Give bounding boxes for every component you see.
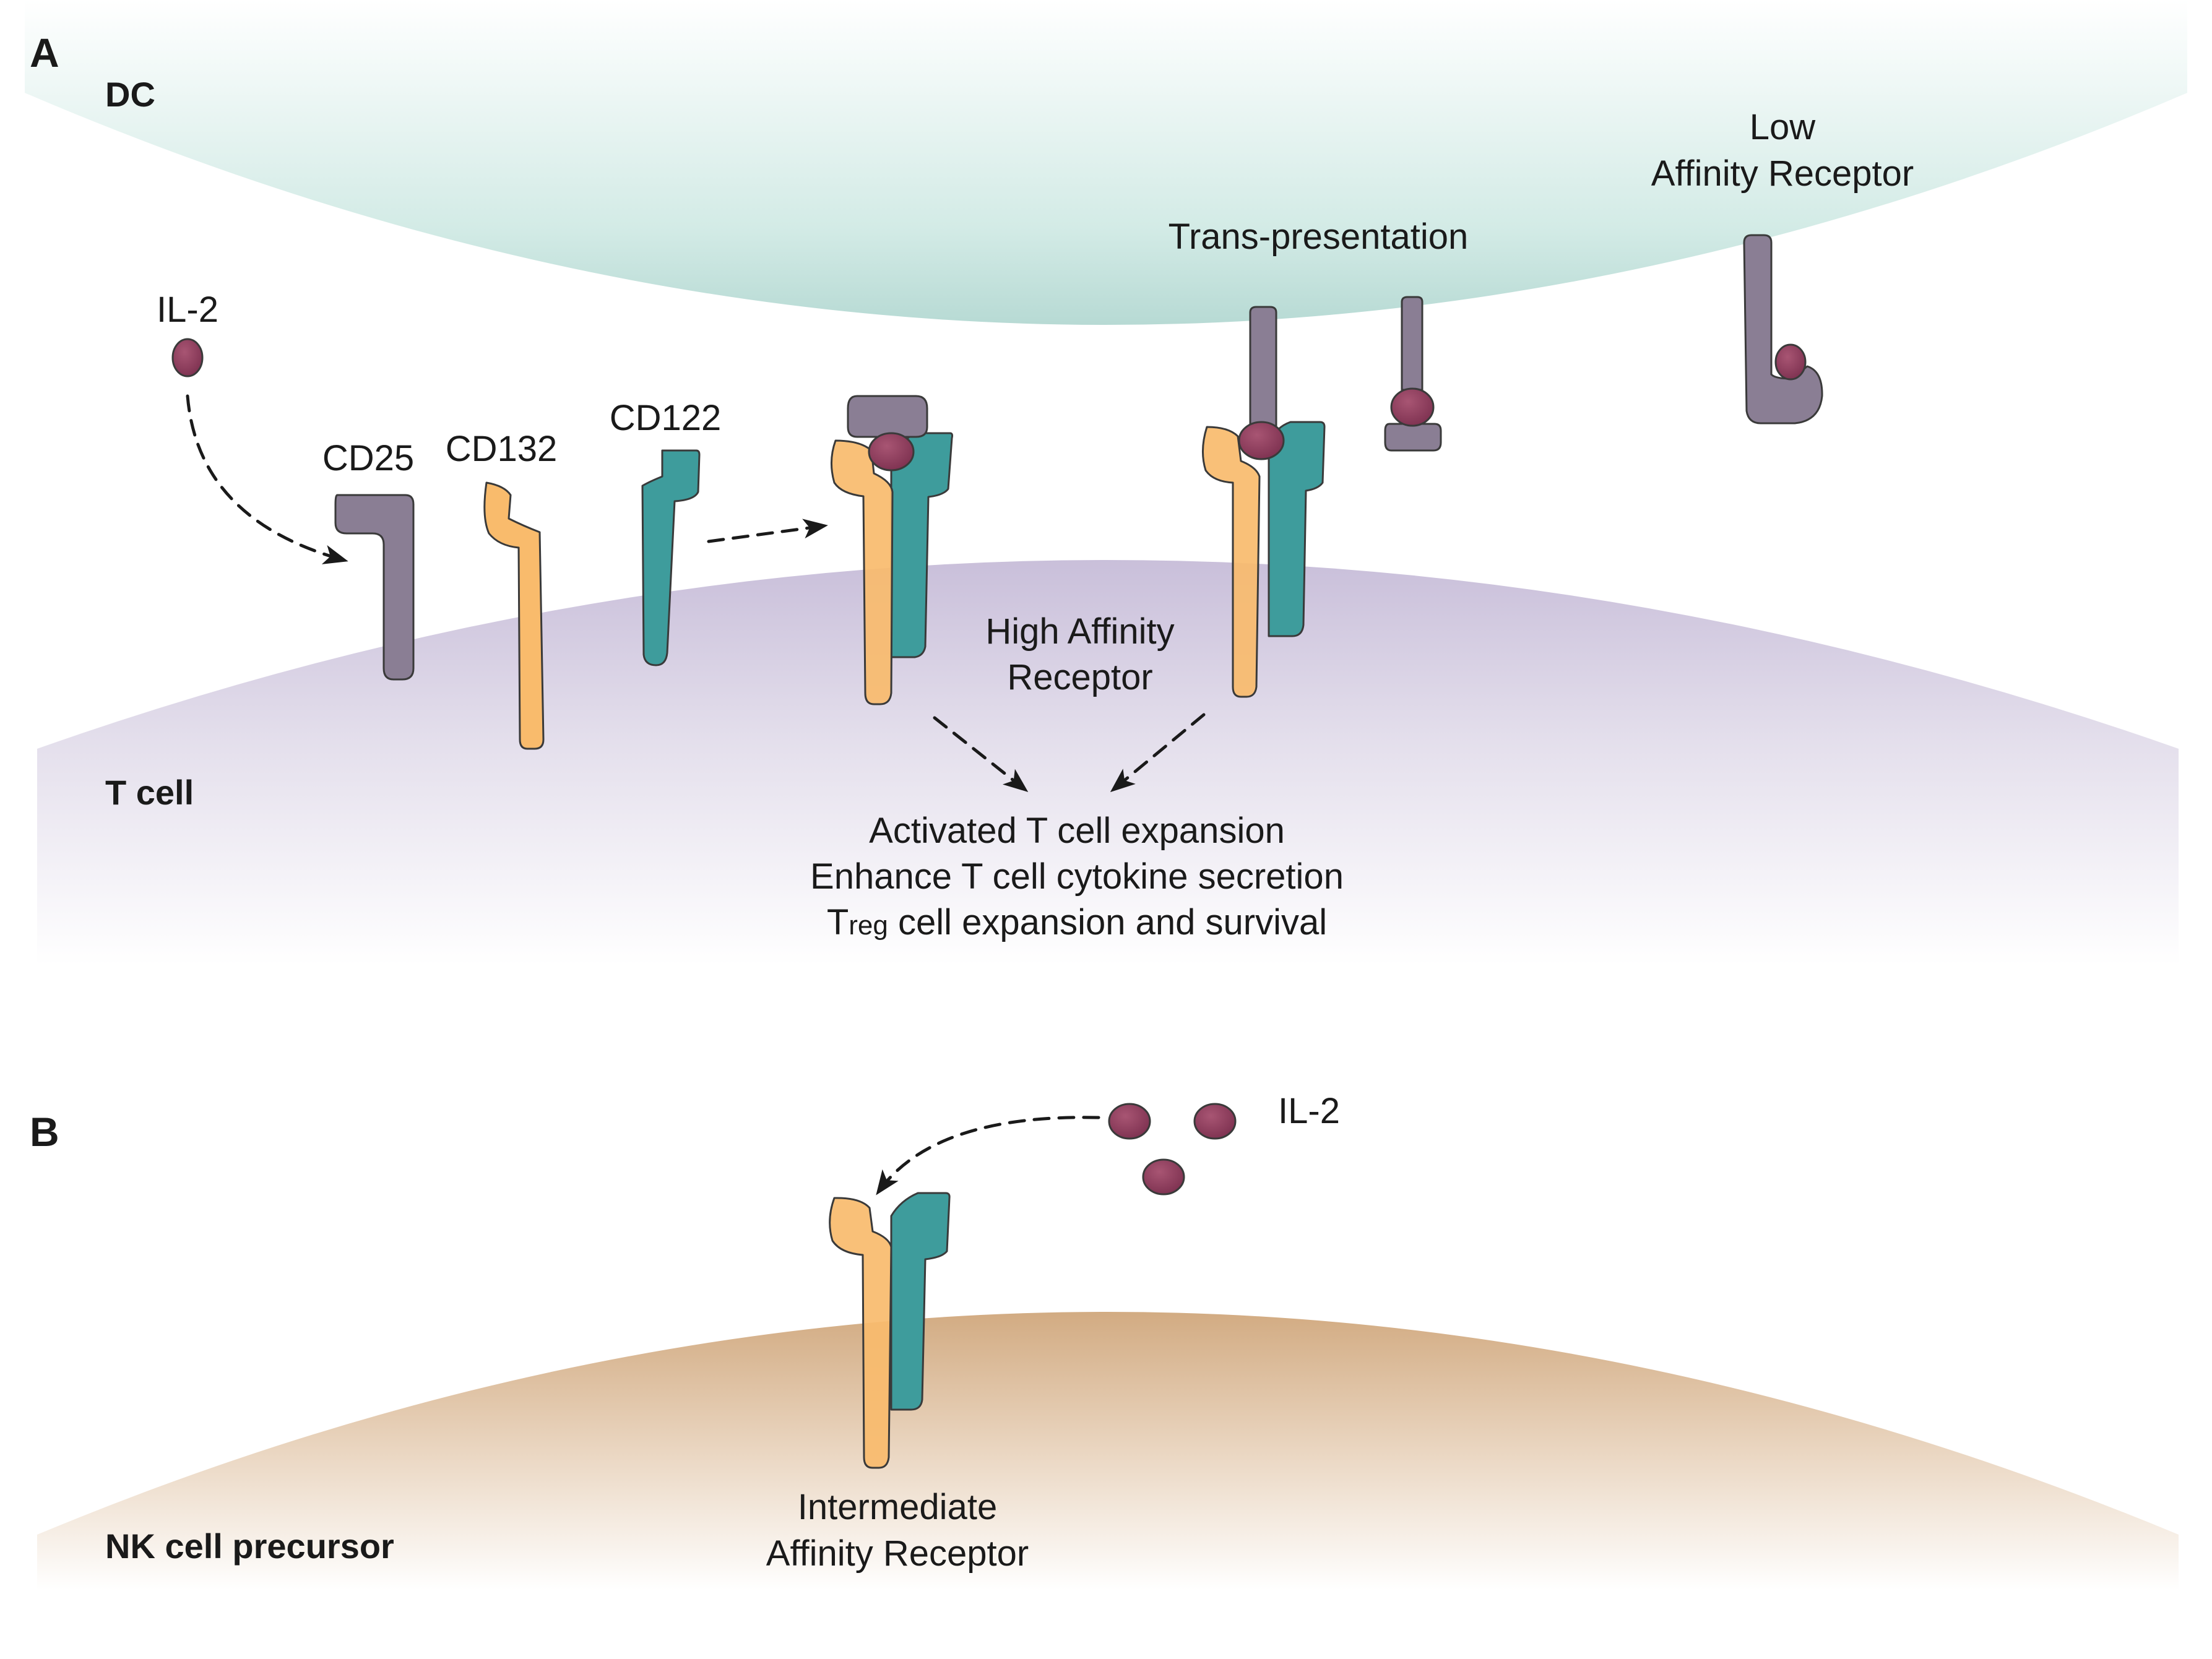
il2-molecule-icon-2: [1193, 1103, 1237, 1140]
il2-molecule-icon-3: [1142, 1158, 1185, 1196]
high-affinity-label-1: High Affinity: [985, 611, 1174, 652]
panel-b-label: B: [30, 1109, 59, 1155]
t-cell-label: T cell: [105, 773, 194, 812]
outcome-line-3: Treg cell expansion and survival: [827, 902, 1327, 942]
low-affinity-il2-icon: [1774, 343, 1807, 381]
low-affinity-label-2: Affinity Receptor: [1651, 153, 1914, 194]
assembly-arrow: [707, 519, 828, 543]
t-cell-membrane: [37, 560, 2179, 965]
treg-prefix: T: [827, 902, 849, 942]
cd25-label: CD25: [322, 438, 414, 478]
signal-arrow-right: [1110, 713, 1206, 793]
intermediate-affinity-label-2: Affinity Receptor: [766, 1533, 1029, 1574]
cd122-label: CD122: [610, 398, 722, 438]
cd25-receptor-icon: [334, 494, 415, 681]
outcome-line-1: Activated T cell expansion: [869, 811, 1285, 851]
low-affinity-label-1: Low: [1750, 107, 1817, 147]
dc-membrane: [25, 0, 2187, 325]
treg-rest: cell expansion and survival: [888, 902, 1327, 942]
intermediate-affinity-label-1: Intermediate: [798, 1487, 997, 1527]
dc-label: DC: [105, 75, 155, 114]
nk-cell-label: NK cell precursor: [105, 1527, 394, 1566]
il2-label-a: IL-2: [157, 290, 218, 330]
high-affinity-complex-1: [830, 395, 954, 705]
panel-a-label: A: [30, 30, 59, 75]
trans-presentation-complex: [1201, 306, 1326, 698]
outcome-line-2: Enhance T cell cytokine secretion: [810, 856, 1344, 897]
low-affinity-receptor-icon: [1743, 234, 1823, 424]
trans-presentation-label: Trans-presentation: [1169, 217, 1469, 257]
il2-molecule-icon-1: [1108, 1103, 1151, 1140]
signal-arrow-left: [933, 716, 1029, 792]
cd132-receptor-icon: [483, 481, 545, 750]
il2-binding-arrow: [186, 394, 348, 564]
dc-cd25-il2: [1384, 296, 1442, 452]
nk-cell-membrane: [37, 1312, 2179, 1590]
treg-subscript: reg: [849, 910, 888, 941]
intermediate-affinity-complex: [829, 1192, 951, 1469]
high-affinity-label-2: Receptor: [1007, 657, 1152, 697]
nk-binding-arrow: [876, 1116, 1100, 1196]
il2-ligand-icon: [171, 338, 204, 377]
cd122-receptor-icon: [641, 449, 701, 666]
il2-label-b: IL-2: [1278, 1091, 1340, 1131]
cd132-label: CD132: [446, 429, 558, 469]
